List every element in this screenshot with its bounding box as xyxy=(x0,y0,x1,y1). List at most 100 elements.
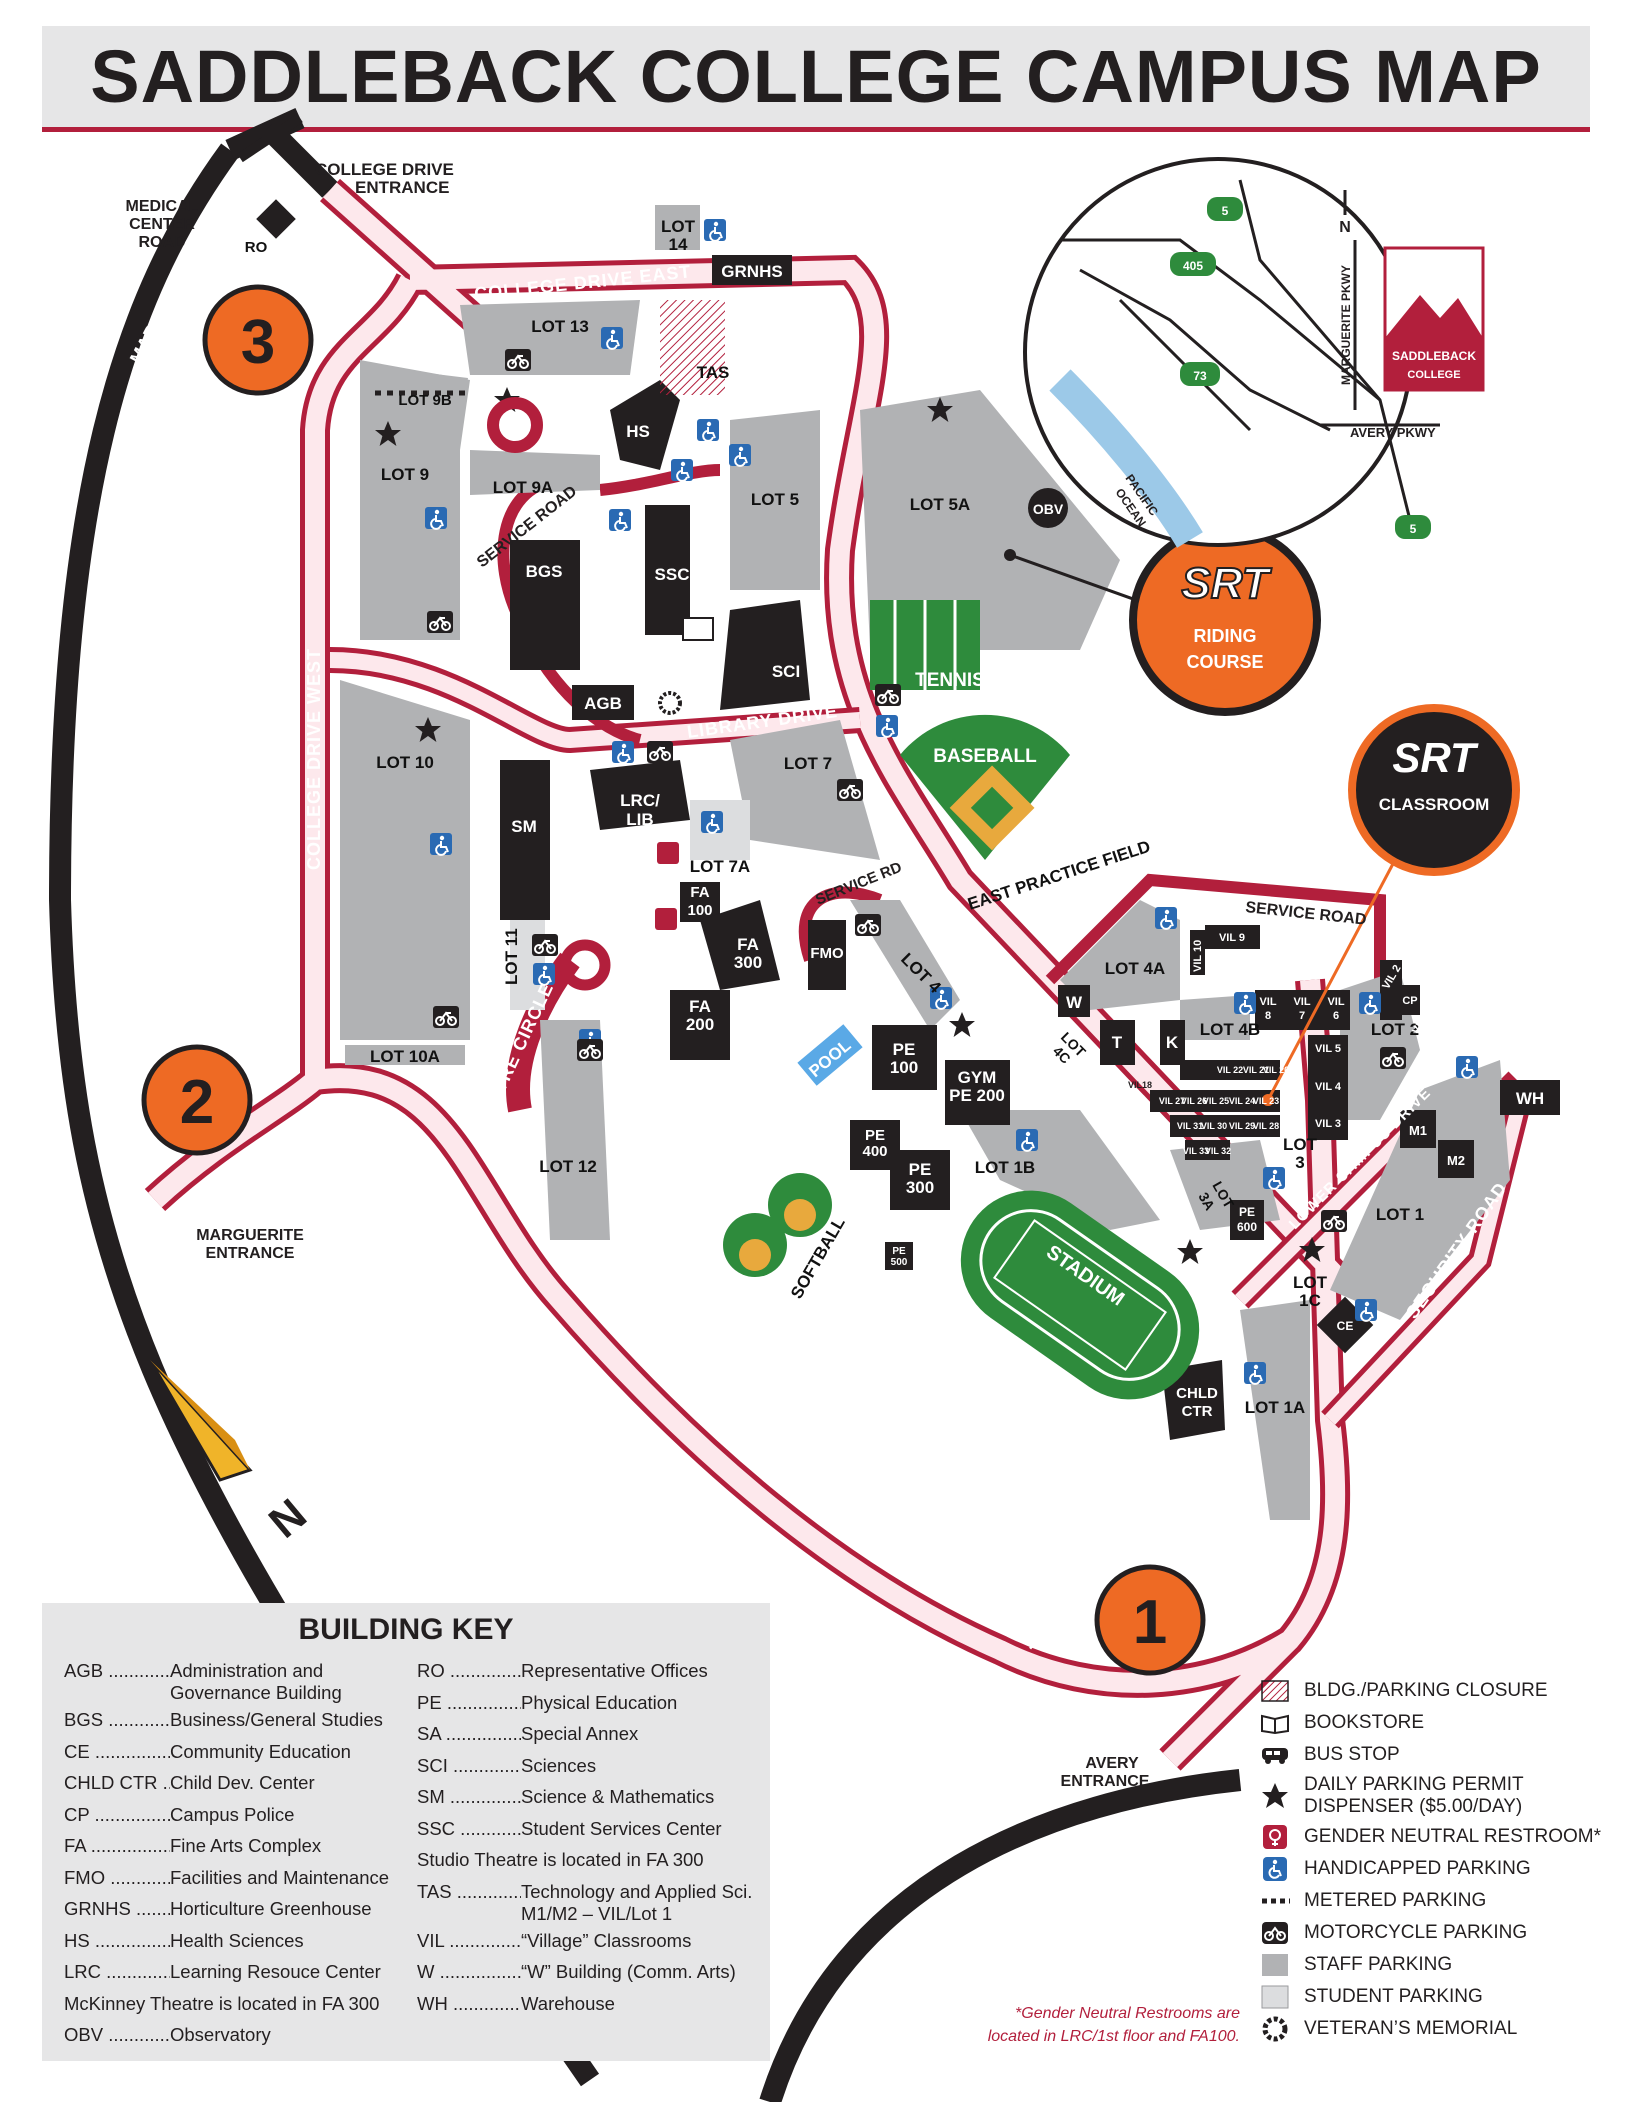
legend-row: STAFF PARKING xyxy=(1258,1949,1618,1981)
k-label: K xyxy=(1166,1033,1179,1052)
building-key-row: AGB ....................................… xyxy=(64,1655,394,1704)
gym-label-2: PE 200 xyxy=(949,1086,1005,1105)
label-medical-1: MEDICAL xyxy=(126,198,199,215)
building-key-row: SCI ....................................… xyxy=(417,1750,762,1782)
regional-inset-map: 5 405 73 5 PACIFIC OCEAN MARGUERITE PKWY… xyxy=(1023,157,1485,548)
baseball-label: BASEBALL xyxy=(933,746,1037,767)
bgs-label: BGS xyxy=(526,562,563,581)
legend-label: BUS STOP xyxy=(1304,1744,1400,1765)
pe300-label-2: 300 xyxy=(906,1178,934,1197)
lot-12 xyxy=(540,1020,610,1240)
lot-4b-label: LOT 4B xyxy=(1200,1020,1260,1039)
entrance-1-number: 1 xyxy=(1133,1588,1167,1657)
vil-row2-b: VIL 30 xyxy=(1201,1121,1227,1131)
lot-11-label: LOT 11 xyxy=(502,928,521,985)
legend-label: BOOKSTORE xyxy=(1304,1712,1425,1733)
star-icon xyxy=(1177,1239,1203,1264)
legend-row: HANDICAPPED PARKING xyxy=(1258,1853,1618,1885)
chld-label-1: CHLD xyxy=(1176,1385,1218,1402)
lot-9b-label: LOT 9B xyxy=(398,392,452,409)
building-key-row: FA .....................................… xyxy=(64,1830,394,1862)
srt-riding-line2: COURSE xyxy=(1186,652,1263,672)
label-marguerite-entrance-2: ENTRANCE xyxy=(206,1245,295,1262)
agb-label: AGB xyxy=(584,694,622,713)
sci xyxy=(720,600,810,710)
lot-1b xyxy=(960,1110,1160,1230)
footnote-line-2: located in LRC/1st floor and FA100. xyxy=(987,2028,1240,2045)
lot-1c-label-2: 1C xyxy=(1299,1291,1321,1310)
lot-13-label: LOT 13 xyxy=(531,317,589,336)
bus-stop-loop xyxy=(487,397,543,453)
building-key-name: “W” Building (Comm. Arts) xyxy=(521,1961,736,1982)
road-marguerite-pkwy-bottom: MARGUERITE PKWY xyxy=(242,1370,373,1521)
veterans-memorial-icon xyxy=(1258,2016,1292,2042)
stadium xyxy=(960,1190,1200,1400)
handicapped-icon xyxy=(1258,1856,1292,1882)
cp-label: CP xyxy=(1402,995,1417,1007)
building-key-abbr: PE .....................................… xyxy=(417,1691,521,1713)
vil-row-1 xyxy=(1150,1090,1280,1112)
vil6-label-1: VIL xyxy=(1327,996,1344,1008)
w xyxy=(1058,985,1090,1017)
building-labels: GRNHS TAS RO HS BGS SSC SCI AGB SM LRC/ … xyxy=(245,239,1544,1420)
legend-row: GENDER NEUTRAL RESTROOM* xyxy=(1258,1821,1618,1853)
motorcycle-icon xyxy=(854,913,882,937)
building-key-name: Warehouse xyxy=(521,1992,615,2014)
vil4-label: VIL 4 xyxy=(1315,1081,1342,1093)
fa200-label-1: FA xyxy=(689,997,711,1016)
motorcycle-icon xyxy=(646,740,674,764)
compass-n: N xyxy=(260,1490,316,1548)
building-key-name: Health Sciences xyxy=(170,1929,304,1951)
fa300-label-2: 300 xyxy=(734,953,762,972)
lot-10 xyxy=(340,680,470,1040)
lot-2-label: LOT 2 xyxy=(1371,1020,1419,1039)
metered-icon xyxy=(1258,1888,1292,1914)
vil21-label: VIL 21 xyxy=(1243,1065,1269,1075)
building-key-name: Sciences xyxy=(521,1754,597,1776)
building-key-abbr: AGB ....................................… xyxy=(64,1660,170,1681)
bus-stop-icon xyxy=(1258,1742,1292,1768)
motorcycle-icon xyxy=(531,933,559,957)
handicapped-icon xyxy=(1243,1361,1267,1385)
building-key-abbr: LRC ....................................… xyxy=(64,1961,170,1982)
bookstore-icon xyxy=(1258,1710,1292,1736)
pe600-label-1: PE xyxy=(1239,1205,1255,1219)
hs-label: HS xyxy=(626,422,650,441)
star-icon xyxy=(1258,1783,1292,1809)
lot-5 xyxy=(730,410,820,590)
lot-1c-label-1: LOT xyxy=(1293,1273,1328,1292)
vil8-label-1: VIL xyxy=(1259,996,1276,1008)
motorcycle-icon xyxy=(432,1005,460,1029)
lot-4a xyxy=(1060,900,1180,1010)
lot-7a-label: LOT 7A xyxy=(690,857,750,876)
hs xyxy=(610,380,680,470)
lot-4a-label: LOT 4A xyxy=(1105,959,1165,978)
inset-marguerite: MARGUERITE PKWY xyxy=(1339,265,1353,385)
building-key-note: Studio Theatre is located in FA 300 xyxy=(417,1849,704,1870)
lot-7-label: LOT 7 xyxy=(784,754,832,773)
legend-label: STUDENT PARKING xyxy=(1304,1986,1483,2007)
vil-row3-a: VIL 33 xyxy=(1183,1146,1209,1156)
lot-14-label-2: 14 xyxy=(669,235,688,254)
star-icon xyxy=(949,1012,975,1037)
fa300 xyxy=(700,900,780,990)
handicapped-icon xyxy=(703,218,727,242)
building-key-name: Representative Offices xyxy=(521,1660,708,1681)
srt-riding-callout: SRT RIDING COURSE xyxy=(1004,524,1321,716)
building-key-panel: BUILDING KEY AGB .......................… xyxy=(42,1603,770,2061)
building-key-abbr: SM .....................................… xyxy=(417,1786,521,1807)
lot-3-label-1: LOT xyxy=(1283,1135,1318,1154)
motorcycle-icon xyxy=(426,610,454,634)
vil-row1-b: VIL 26 xyxy=(1181,1096,1207,1106)
legend-label: GENDER NEUTRAL RESTROOM* xyxy=(1304,1826,1601,1847)
vil-row-3 xyxy=(1185,1140,1230,1160)
page-title: SADDLEBACK COLLEGE CAMPUS MAP xyxy=(90,35,1542,118)
pe600-label-2: 600 xyxy=(1237,1220,1257,1234)
building-key-abbr: W ......................................… xyxy=(417,1961,521,1982)
vil3-label: VIL 3 xyxy=(1315,1118,1341,1130)
label-avery-entrance-2: ENTRANCE xyxy=(1061,1773,1150,1790)
vil22-label: VIL 22 xyxy=(1217,1065,1243,1075)
legend-label: MOTORCYCLE PARKING xyxy=(1304,1922,1528,1943)
lrc xyxy=(590,760,690,830)
fa100-label-1: FA xyxy=(690,884,709,901)
